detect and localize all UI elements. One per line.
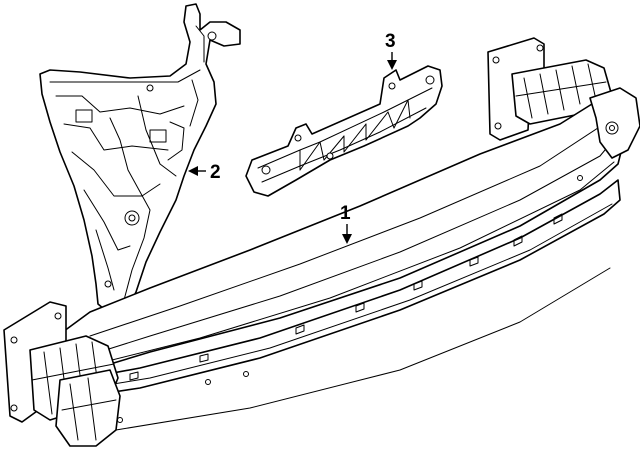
callout-1-label: 1 — [340, 203, 351, 224]
callout-3-arrow — [387, 60, 397, 70]
callout-1: 1 — [340, 203, 352, 244]
beam-part-1 — [3, 37, 640, 447]
callout-1-arrow — [342, 234, 352, 244]
bracket-part-2 — [39, 3, 241, 315]
callout-2: 2 — [188, 162, 221, 183]
callout-2-arrow — [188, 166, 198, 176]
callout-3-label: 3 — [385, 31, 396, 52]
callout-3: 3 — [385, 31, 397, 70]
callout-2-label: 2 — [210, 162, 221, 183]
reinforcement-part-3 — [245, 65, 443, 197]
